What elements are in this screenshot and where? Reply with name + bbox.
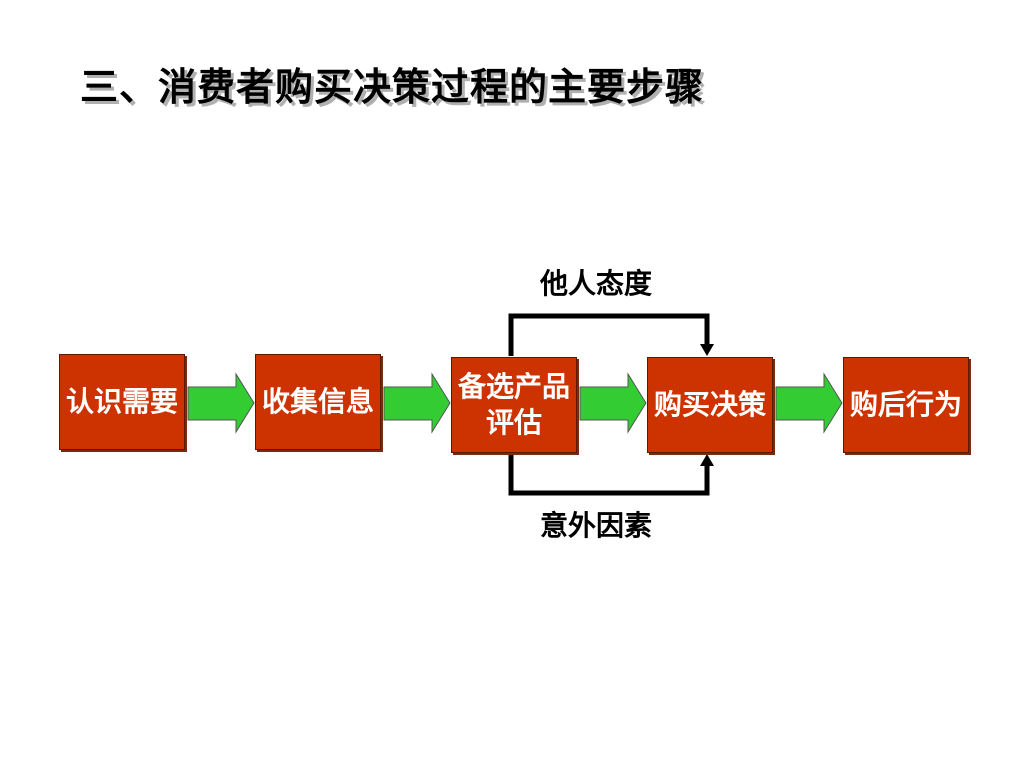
step-purchase-decision: 购买决策 <box>647 357 773 453</box>
step-label: 购后行为 <box>849 388 962 421</box>
step-label: 备选产品评估 <box>457 370 570 439</box>
step-label: 购买决策 <box>653 388 766 421</box>
top-connector-arrowhead <box>700 344 714 356</box>
step-post-purchase-behavior: 购后行为 <box>843 357 969 453</box>
step-collect-information: 收集信息 <box>255 354 381 450</box>
top-influence-connector <box>508 313 714 356</box>
bottom-influence-connector <box>508 454 714 496</box>
step-label: 认识需要 <box>65 385 178 418</box>
flow-arrow-4 <box>775 372 843 434</box>
step-label: 收集信息 <box>261 385 374 418</box>
flow-arrow-1 <box>187 372 255 434</box>
bottom-connector-arrowhead <box>700 454 714 466</box>
step-evaluate-alternatives: 备选产品评估 <box>451 357 577 453</box>
flow-arrows <box>187 372 843 434</box>
top-connector-line <box>508 313 710 356</box>
flow-arrow-2 <box>383 372 451 434</box>
bottom-connector-line <box>508 454 710 496</box>
page-title: 三、消费者购买决策过程的主要步骤 <box>80 65 705 109</box>
influence-others-attitude: 他人态度 <box>540 267 653 300</box>
step-recognize-need: 认识需要 <box>59 354 185 450</box>
influence-unexpected-factors: 意外因素 <box>540 509 653 542</box>
flow-arrow-3 <box>579 372 647 434</box>
